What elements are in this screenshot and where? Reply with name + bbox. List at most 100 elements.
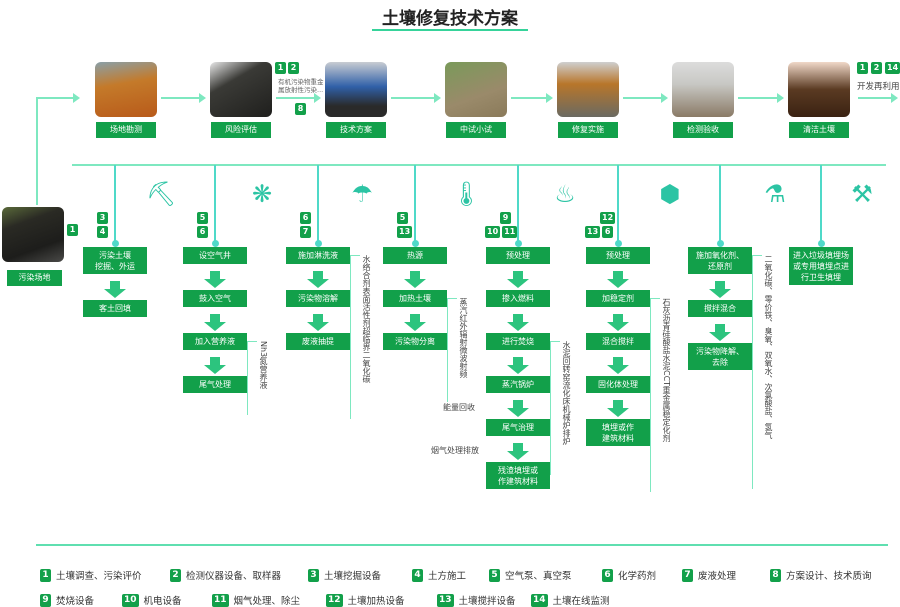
- down-arrow-icon: [313, 314, 323, 322]
- down-arrow-icon: [507, 279, 529, 288]
- legend-text: 废液处理: [698, 571, 737, 582]
- badge-row: 5: [397, 212, 408, 224]
- down-arrow-icon: [313, 271, 323, 279]
- down-arrow-icon: [404, 322, 426, 331]
- process-step: 尾气治理: [486, 419, 550, 436]
- legend-text: 机电设备: [143, 596, 182, 607]
- note-text: 石灰沥青硅酸盐水泥CCT重金属稳定化剂: [662, 298, 671, 443]
- badge: 9: [500, 212, 511, 224]
- process-step: 进入垃圾填埋场 或专用填埋点进 行卫生填埋: [789, 247, 853, 285]
- down-arrow-icon: [613, 357, 623, 365]
- badge-row: 6: [300, 212, 311, 224]
- badge-row: 6: [197, 226, 208, 238]
- legend-badge: 8: [770, 568, 781, 582]
- process-step: 混合搅拌: [586, 333, 650, 350]
- survey-photo: [95, 62, 157, 117]
- process-step: 热源: [383, 247, 447, 264]
- legend-badge: 4: [412, 568, 423, 582]
- down-arrow-icon: [715, 281, 725, 289]
- down-arrow-icon: [507, 451, 529, 460]
- down-arrow-icon: [613, 271, 623, 279]
- legend-badge: 12: [326, 593, 343, 607]
- badge: 2: [288, 62, 299, 74]
- connector-dot: [818, 240, 825, 247]
- flow-arrow: [623, 93, 668, 103]
- process-step: 污染土壤 挖掘、外运: [83, 247, 147, 274]
- legend-badge: 5: [489, 568, 500, 582]
- down-arrow-icon: [513, 443, 523, 451]
- branch-connector: [517, 165, 519, 243]
- badge: 13: [397, 226, 413, 238]
- connector-dot: [212, 240, 219, 247]
- process-step: 施加氧化剂、 还原剂: [688, 247, 752, 274]
- flow-arrow: [276, 93, 321, 103]
- branch-connector: [617, 165, 619, 243]
- worker-icon: ⚒: [851, 180, 873, 208]
- badge-row: 5: [197, 212, 208, 224]
- badge: 10: [485, 226, 501, 238]
- badge: 6: [197, 226, 208, 238]
- badge: 5: [197, 212, 208, 224]
- down-arrow-icon: [104, 289, 126, 298]
- shovel-icon: ⛏: [146, 180, 177, 208]
- down-arrow-icon: [410, 314, 420, 322]
- risk-note: 有机污染物重金属放射性污染...: [278, 78, 324, 94]
- badge: 5: [397, 212, 408, 224]
- legend-divider: [36, 544, 888, 546]
- down-arrow-icon: [204, 365, 226, 374]
- badge: 2: [871, 62, 882, 74]
- legend-text: 土壤加热设备: [347, 596, 405, 607]
- legend-badge: 14: [531, 593, 548, 607]
- badge: 12: [600, 212, 616, 224]
- legend-text: 空气泵、真空泵: [505, 571, 572, 582]
- down-arrow-icon: [210, 357, 220, 365]
- branch-connector: [820, 165, 822, 243]
- process-step: 预处理: [486, 247, 550, 264]
- connector-dot: [315, 240, 322, 247]
- process-step: 预处理: [586, 247, 650, 264]
- shower-icon: ☂: [351, 180, 373, 208]
- process-step: 设空气井: [183, 247, 247, 264]
- badge-row: 4: [97, 226, 108, 238]
- process-step: 掺入燃料: [486, 290, 550, 307]
- legend-badge: 11: [212, 593, 229, 607]
- process-step: 固化体处理: [586, 376, 650, 393]
- down-arrow-icon: [709, 289, 731, 298]
- end-label: 开发再利用: [857, 82, 900, 92]
- soil-hands-photo: [788, 62, 850, 117]
- down-arrow-icon: [709, 332, 731, 341]
- thermometer-icon: 🌡: [451, 180, 482, 208]
- step-label: 中试小试: [446, 122, 506, 138]
- note-bracket: [247, 341, 257, 415]
- legend-text: 焚烧设备: [56, 596, 95, 607]
- badge-row: 7: [300, 226, 311, 238]
- step-label: 清洁土壤: [789, 122, 849, 138]
- down-arrow-icon: [210, 271, 220, 279]
- connector-dot: [615, 240, 622, 247]
- risk-photo: [210, 62, 272, 117]
- badge-row: 9: [500, 212, 511, 224]
- down-arrow-icon: [513, 400, 523, 408]
- legend-item: 12 土壤加热设备: [326, 593, 405, 607]
- legend-text: 土方施工: [428, 571, 467, 582]
- branch-line: [72, 164, 886, 166]
- down-arrow-icon: [204, 279, 226, 288]
- legend-badge: 3: [308, 568, 319, 582]
- leaf-icon: ❋: [251, 180, 273, 208]
- down-arrow-icon: [410, 271, 420, 279]
- connector-dot: [112, 240, 119, 247]
- step-label: 技术方案: [326, 122, 386, 138]
- branch-connector: [214, 165, 216, 243]
- legend-text: 化学药剂: [618, 571, 657, 582]
- down-arrow-icon: [613, 314, 623, 322]
- legend-badge: 13: [437, 593, 454, 607]
- note-text: 水络合剂表面活性剂超临界二氧化碳: [362, 255, 371, 383]
